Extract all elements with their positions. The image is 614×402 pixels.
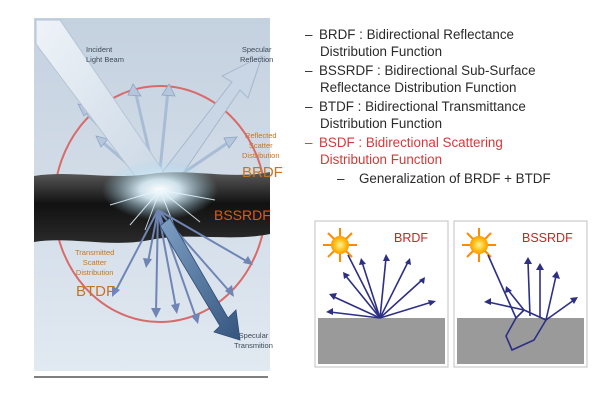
bssrdf-rays: [487, 254, 575, 352]
reflected-scatter-line-3: Distribution: [242, 151, 280, 160]
specular-transmission-line-2: Transmition: [234, 341, 273, 350]
bssrdf-ground: [457, 318, 584, 364]
specular-transmission-arrow: [159, 217, 241, 341]
transmitted-scatter-line-2: Scatter: [82, 258, 107, 267]
reflected-scatter-label: Reflected Scatter Distribution: [242, 131, 280, 161]
legend-bsdf-line-1: –BSDF : Bidirectional Scattering: [305, 135, 503, 150]
specular-reflection-line-2: Reflection: [240, 55, 274, 64]
transmitted-scatter-line-3: Distribution: [75, 268, 114, 277]
btdf-diagram-label: BTDF: [76, 283, 116, 300]
transmitted-scatter-label: Transmitted Scatter Distribution: [75, 248, 114, 278]
legend-sub-item-text: Generalization of BRDF + BTDF: [359, 171, 551, 186]
specular-transmission-label: Specular Transmition: [234, 331, 273, 351]
specular-transmission-line-1: Specular: [238, 331, 269, 340]
brdf-sun-icon: [323, 228, 357, 262]
reflected-scatter-line-2: Scatter: [248, 141, 273, 150]
brdf-ground: [318, 318, 445, 364]
brdf-rays: [329, 254, 433, 319]
internal-streaks: [109, 189, 216, 231]
bssrdf-diagram-label: BSSRDF: [214, 207, 271, 223]
transmitted-scatter-heads: [112, 256, 253, 324]
bssrdf-panel-label: BSSRDF: [522, 231, 573, 245]
specular-reflection-label: Specular Reflection: [240, 45, 273, 65]
legend-bsdf-line-2: Distribution Function: [320, 152, 443, 167]
brdf-panel-label: BRDF: [394, 231, 429, 245]
incident-label-line-1: Incident: [86, 45, 113, 54]
legend-bssrdf-line-2: Reflectance Distribution Function: [320, 80, 517, 95]
legend-sub-item: –Generalization of BRDF + BTDF: [337, 171, 551, 186]
legend-bssrdf-line-1: –BSSRDF : Bidirectional Sub-Surface: [305, 63, 536, 78]
brdf-diagram-label: BRDF: [242, 164, 283, 181]
legend-brdf-line-1: –BRDF : Bidirectional Reflectance: [305, 27, 514, 42]
incident-label-line-2: Light Beam: [86, 55, 124, 64]
reflected-scatter-line-1: Reflected: [244, 131, 277, 140]
legend-btdf-title: BTDF : Bidirectional Transmittance: [319, 99, 526, 114]
legend-brdf-title: BRDF : Bidirectional Reflectance: [319, 27, 514, 42]
incident-label: Incident Light Beam: [86, 45, 124, 65]
legend-btdf-line-2: Distribution Function: [320, 116, 443, 131]
legend-btdf-line-1: –BTDF : Bidirectional Transmittance: [305, 99, 526, 114]
legend-bssrdf-title: BSSRDF : Bidirectional Sub-Surface: [319, 63, 536, 78]
transmitted-scatter-line-1: Transmitted: [75, 248, 115, 257]
bssrdf-panel: [453, 220, 588, 368]
brdf-ray-heads: [326, 254, 436, 315]
bssrdf-sun-icon: [462, 228, 496, 262]
bssrdf-ray-heads: [484, 257, 578, 305]
specular-reflection-line-1: Specular: [241, 45, 272, 54]
brdf-panel: [314, 220, 449, 368]
legend-brdf-line-2: Distribution Function: [320, 44, 443, 59]
legend-bsdf-title: BSDF : Bidirectional Scattering: [319, 135, 503, 150]
